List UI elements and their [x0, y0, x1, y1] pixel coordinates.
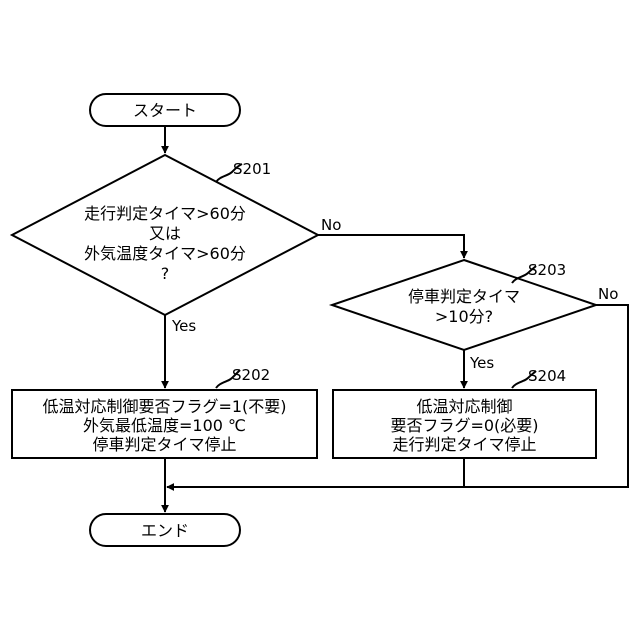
s202-id: S202 [232, 366, 270, 384]
end-terminal: エンド [90, 514, 240, 546]
end-label: エンド [141, 521, 189, 540]
s201-yes-label: Yes [171, 317, 196, 335]
s202-line-2: 外気最低温度=100 ℃ [83, 416, 246, 435]
decision-s201: 走行判定タイマ>60分 又は 外気温度タイマ>60分 ? S201 [12, 155, 318, 315]
s203-id: S203 [528, 261, 566, 279]
start-label: スタート [133, 101, 197, 120]
s203-no-label: No [598, 285, 618, 303]
s201-line-1: 走行判定タイマ>60分 [84, 204, 246, 223]
s204-id: S204 [528, 367, 566, 385]
s202-line-1: 低温対応制御要否フラグ=1(不要) [42, 397, 286, 416]
s204-line-3: 走行判定タイマ停止 [392, 435, 536, 454]
decision-s203: 停車判定タイマ >10分? S203 [332, 260, 596, 350]
s201-line-4: ? [161, 264, 170, 283]
s203-yes-label: Yes [469, 354, 494, 372]
connector-s201-no [318, 235, 464, 258]
s201-id: S201 [233, 160, 271, 178]
s203-line-1: 停車判定タイマ [408, 287, 520, 306]
s202-line-3: 停車判定タイマ停止 [92, 435, 236, 454]
s204-line-2: 要否フラグ=0(必要) [390, 416, 538, 435]
s201-line-2: 又は [149, 224, 181, 243]
s203-line-2: >10分? [435, 307, 493, 326]
s204-line-1: 低温対応制御 [416, 397, 512, 416]
s201-line-3: 外気温度タイマ>60分 [84, 244, 246, 263]
s201-no-label: No [321, 216, 341, 234]
start-terminal: スタート [90, 94, 240, 126]
